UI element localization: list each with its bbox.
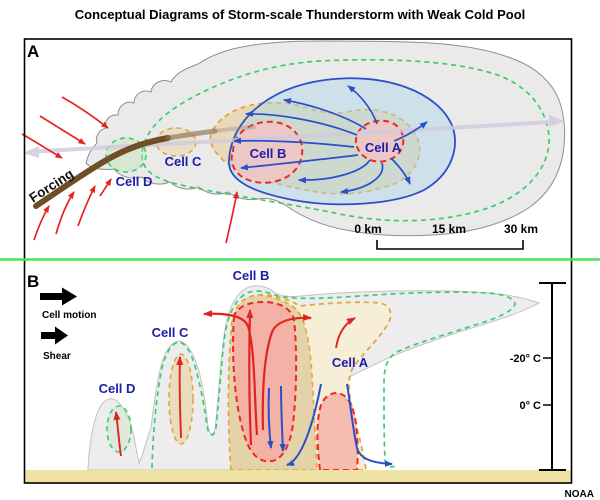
cell-motion-label: Cell motion	[42, 310, 96, 321]
cell-d-contour-b	[106, 405, 132, 453]
scale-30km: 30 km	[504, 222, 538, 236]
shear-label: Shear	[43, 351, 71, 362]
cell-a-core-b	[316, 392, 359, 471]
green-contour-a	[141, 58, 550, 222]
cell-motion-arrow	[40, 287, 77, 306]
ground-band	[25, 470, 571, 483]
inflow-arrows-a	[21, 96, 239, 244]
shear-arrow	[41, 326, 68, 345]
storm-motion-arrow	[23, 115, 565, 158]
scale-15km: 15 km	[432, 222, 466, 236]
panel-b: Cell motion Shear -20° C 0° C B Cell B C…	[25, 268, 571, 483]
temp-minus20-label: -20° C	[510, 353, 541, 365]
panel-a: 0 km 15 km 30 km A Forcing Cell B Cell A…	[21, 40, 566, 250]
temp-zero-label: 0° C	[519, 400, 541, 412]
cell-c-core-b	[168, 353, 194, 445]
cell-d-label-a: Cell D	[116, 174, 153, 189]
cell-a-label-a: Cell A	[365, 140, 402, 155]
scale-0km: 0 km	[354, 222, 381, 236]
cell-a-label-b: Cell A	[332, 355, 369, 370]
green-contour-b	[151, 290, 516, 469]
scale-bar: 0 km 15 km 30 km	[354, 222, 538, 250]
figure-border	[23, 38, 573, 484]
forcing-boundary-line	[33, 125, 256, 209]
cell-c-label-a: Cell C	[165, 154, 202, 169]
updraft-arrows-b	[113, 309, 356, 457]
cell-b-label-b: Cell B	[233, 268, 270, 283]
temperature-scale	[539, 282, 566, 471]
figure-title: Conceptual Diagrams of Storm-scale Thund…	[75, 7, 526, 22]
credit-label: NOAA	[565, 489, 594, 500]
cell-c-label-b: Cell C	[152, 325, 189, 340]
cell-d-label-b: Cell D	[99, 381, 136, 396]
cell-b-label-a: Cell B	[250, 146, 287, 161]
storm-relative-flow-arrows	[233, 85, 428, 195]
panel-b-label: B	[27, 272, 39, 291]
panel-a-label: A	[27, 42, 39, 61]
downdraft-arrows-b	[267, 383, 393, 467]
